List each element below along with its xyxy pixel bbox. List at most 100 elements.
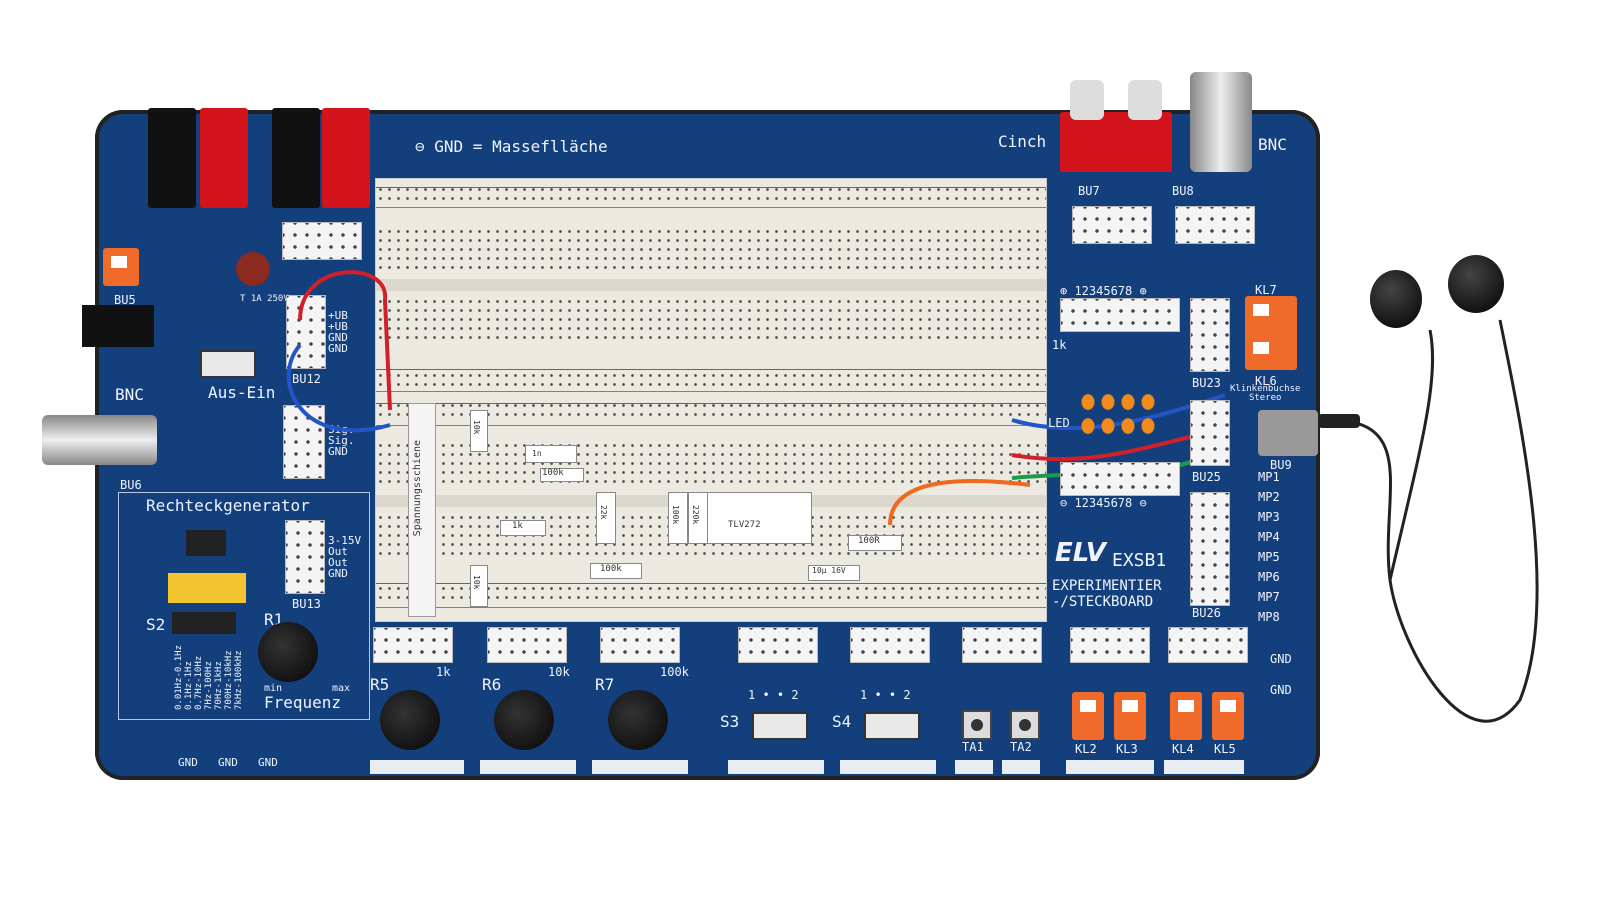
frequenz-label: Frequenz bbox=[264, 693, 342, 712]
resistor-module bbox=[688, 492, 708, 544]
earphone-right bbox=[1448, 255, 1504, 313]
gnd-pad-label: GND bbox=[258, 756, 278, 769]
kl7-label: KL7 bbox=[1255, 283, 1277, 297]
resistor-module bbox=[668, 492, 688, 544]
r6-knob[interactable] bbox=[494, 690, 554, 750]
part-label: 100R bbox=[858, 536, 880, 546]
mp-pad[interactable]: MP2 bbox=[1258, 490, 1280, 504]
breadboard[interactable] bbox=[375, 178, 1047, 622]
bnc-jack-left[interactable] bbox=[42, 415, 157, 465]
s4-socket[interactable] bbox=[850, 627, 930, 663]
bu12-pins: +UB +UB GND GND bbox=[328, 309, 348, 355]
r5-label: R5 bbox=[370, 675, 390, 694]
cinch-jack[interactable] bbox=[1060, 112, 1172, 172]
spannungsschiene-module[interactable] bbox=[408, 403, 436, 617]
r5-knob[interactable] bbox=[380, 690, 440, 750]
kl7-terminal[interactable] bbox=[1245, 296, 1297, 340]
part-label: 220k bbox=[691, 505, 700, 525]
ta1-button[interactable] bbox=[962, 710, 992, 740]
bu7-label: BU7 bbox=[1078, 184, 1100, 198]
bu25-socket[interactable] bbox=[1190, 400, 1230, 466]
banana-jack-red[interactable] bbox=[200, 108, 248, 208]
resistor-module bbox=[470, 565, 488, 607]
r6-socket[interactable] bbox=[487, 627, 567, 663]
kl4-terminal[interactable] bbox=[1170, 692, 1202, 740]
resistor-module bbox=[500, 520, 546, 536]
bu23-socket[interactable] bbox=[1190, 298, 1230, 372]
mp-pad[interactable]: MP8 bbox=[1258, 610, 1280, 624]
part-label: 100k bbox=[671, 505, 680, 525]
kl2-kl3-socket[interactable] bbox=[1070, 627, 1150, 663]
bnc-top-label: BNC bbox=[1258, 135, 1287, 154]
s4-switch[interactable] bbox=[864, 712, 920, 740]
resistor-module bbox=[848, 535, 902, 551]
stereo-jack[interactable] bbox=[1258, 410, 1318, 456]
min-label: min bbox=[264, 683, 283, 694]
r7-socket[interactable] bbox=[600, 627, 680, 663]
part-label: 1k bbox=[512, 521, 523, 531]
label-strip bbox=[370, 760, 464, 774]
gnd-title: ⊖ GND = Masseflläche bbox=[415, 137, 608, 156]
power-switch[interactable] bbox=[200, 350, 256, 378]
label-strip bbox=[955, 760, 993, 774]
led-plus-socket[interactable] bbox=[1060, 298, 1180, 332]
part-label: 10k bbox=[472, 575, 481, 590]
earphone-left bbox=[1370, 270, 1422, 328]
power-socket[interactable] bbox=[282, 222, 362, 260]
banana-jack-black[interactable] bbox=[148, 108, 196, 208]
kl3-terminal[interactable] bbox=[1114, 692, 1146, 740]
led-minus-label: ⊖ 12345678 ⊖ bbox=[1060, 496, 1147, 510]
bu26-socket[interactable] bbox=[1190, 492, 1230, 606]
part-label: 10k bbox=[472, 420, 481, 435]
dip-switch[interactable] bbox=[172, 612, 236, 634]
mp-pad[interactable]: MP3 bbox=[1258, 510, 1280, 524]
dc-jack[interactable] bbox=[82, 305, 154, 347]
led-plus-label: ⊕ 12345678 ⊕ bbox=[1060, 284, 1147, 298]
capacitor-module bbox=[808, 565, 860, 581]
r1-frequency-knob[interactable] bbox=[258, 622, 318, 682]
bu6-socket[interactable] bbox=[283, 405, 325, 479]
mp-pad[interactable]: MP7 bbox=[1258, 590, 1280, 604]
ta-socket[interactable] bbox=[962, 627, 1042, 663]
opamp-module bbox=[705, 492, 812, 544]
s3-label: S3 bbox=[720, 712, 740, 731]
gnd-pad-label: GND bbox=[178, 756, 198, 769]
bnc-jack-top[interactable] bbox=[1190, 72, 1252, 172]
r7-knob[interactable] bbox=[608, 690, 668, 750]
bu8-socket[interactable] bbox=[1175, 206, 1255, 244]
banana-jack-black[interactable] bbox=[272, 108, 320, 208]
mp-pad[interactable]: MP6 bbox=[1258, 570, 1280, 584]
bu5-terminal[interactable] bbox=[103, 248, 139, 286]
ic-chip bbox=[186, 530, 226, 556]
bu9-label: BU9 bbox=[1270, 458, 1292, 472]
kl2-label: KL2 bbox=[1075, 742, 1097, 756]
capacitors bbox=[168, 573, 246, 603]
kl2-terminal[interactable] bbox=[1072, 692, 1104, 740]
mp-pad[interactable]: MP1 bbox=[1258, 470, 1280, 484]
max-label: max bbox=[332, 683, 351, 694]
r5-socket[interactable] bbox=[373, 627, 453, 663]
kl5-terminal[interactable] bbox=[1212, 692, 1244, 740]
aus-ein-label: Aus-Ein bbox=[208, 383, 276, 402]
bnc-left-label: BNC bbox=[115, 385, 144, 404]
kl4-kl5-socket[interactable] bbox=[1168, 627, 1248, 663]
ta2-button[interactable] bbox=[1010, 710, 1040, 740]
s4-pins: 1 • • 2 bbox=[860, 688, 911, 702]
kl6-terminal[interactable] bbox=[1245, 334, 1297, 370]
brand-logo: ELV bbox=[1055, 538, 1106, 568]
bu7-socket[interactable] bbox=[1072, 206, 1152, 244]
bu8-label: BU8 bbox=[1172, 184, 1194, 198]
s3-pins: 1 • • 2 bbox=[748, 688, 799, 702]
mp-pad[interactable]: MP5 bbox=[1258, 550, 1280, 564]
mp-pad[interactable]: MP4 bbox=[1258, 530, 1280, 544]
resistor-module bbox=[596, 492, 616, 544]
s3-switch[interactable] bbox=[752, 712, 808, 740]
s3-socket[interactable] bbox=[738, 627, 818, 663]
cinch-plug bbox=[1128, 80, 1162, 120]
bu5-label: BU5 bbox=[114, 293, 136, 307]
led-minus-socket[interactable] bbox=[1060, 462, 1180, 496]
banana-jack-red[interactable] bbox=[322, 108, 370, 208]
rechteck-frame bbox=[118, 492, 370, 720]
bu13-socket[interactable] bbox=[285, 520, 325, 594]
